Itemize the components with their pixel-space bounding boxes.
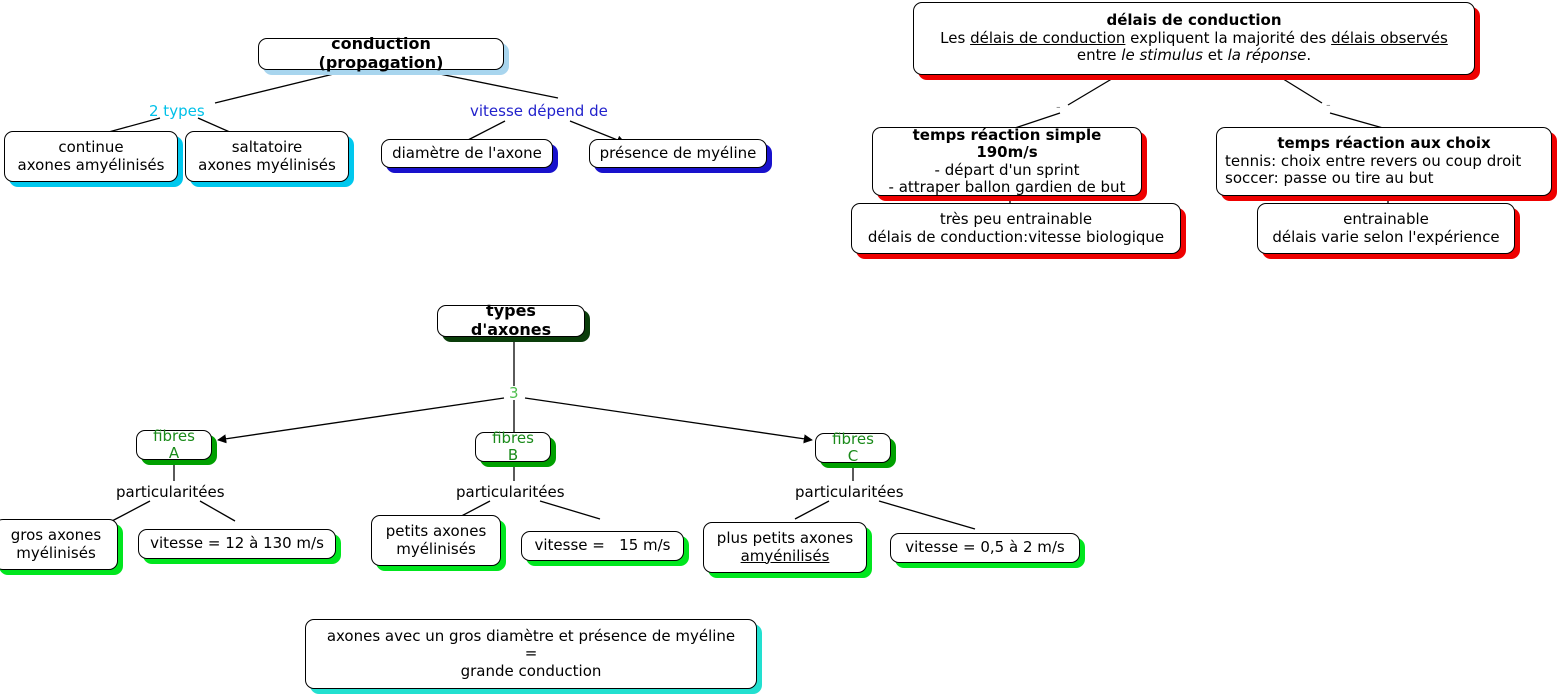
node-tres-peu-entrainable[interactable]: très peu entrainable délais de conductio… [851, 203, 1181, 254]
node-petits-axones-line2: myélinisés [396, 539, 476, 558]
node-plus-petits-axones-line2: amyénilisés [740, 546, 830, 565]
link-label-3[interactable]: 3 [509, 384, 519, 402]
node-continue-axones-amyelinises[interactable]: continue axones amyélinisés [4, 131, 178, 182]
node-delais-body-line1: Les délais de conduction expliquent la m… [940, 28, 1448, 47]
node-diametre-label: diamètre de l'axone [392, 143, 542, 162]
node-temps-simple-title: temps réaction simple 190m/s [912, 125, 1102, 162]
node-vitesse-fibres-a[interactable]: vitesse = 12 à 130 m/s [138, 529, 336, 559]
node-delais-underline-2: délais observés [1331, 28, 1448, 47]
node-temps-choix-text: temps réaction aux choix tennis: choix e… [1225, 135, 1543, 187]
link-label-dash-left-text: - [1056, 100, 1061, 115]
node-continue-line2: axones amyélinisés [17, 155, 165, 174]
node-conclusion-line3: grande conduction [460, 661, 602, 680]
node-conclusion-line1: axones avec un gros diamètre et présence… [326, 626, 736, 645]
link-label-2-types-text: 2 types [149, 102, 205, 120]
node-entrainable[interactable]: entrainable délais varie selon l'expérie… [1257, 203, 1515, 254]
node-fibres-c[interactable]: fibres C [815, 429, 891, 465]
node-gros-axones-line1: gros axones [10, 526, 102, 545]
link-label-particularitees-c[interactable]: particularitées [795, 483, 904, 501]
node-temps-reaction-aux-choix[interactable]: temps réaction aux choix tennis: choix e… [1216, 127, 1552, 196]
node-vitesse-c-label: vitesse = 0,5 à 2 m/s [905, 538, 1065, 557]
node-vitesse-b-label: vitesse = 15 m/s [534, 536, 671, 555]
node-saltatoire-line2: axones myélinisés [198, 155, 336, 174]
node-petits-axones-text: petits axones myélinisés [381, 522, 491, 558]
node-presence-myeline[interactable]: présence de myéline [589, 139, 767, 168]
link-label-particularitees-a[interactable]: particularitées [116, 483, 225, 501]
link-label-2-types[interactable]: 2 types [149, 102, 205, 120]
node-delais-underline-1: délais de conduction [970, 28, 1126, 47]
node-entrainable-text: entrainable délais varie selon l'expérie… [1267, 210, 1505, 246]
node-gros-axones-myelinises[interactable]: gros axones myélinisés [0, 519, 118, 570]
node-fibres-a-label: fibres A [153, 426, 195, 462]
node-conclusion-text: axones avec un gros diamètre et présence… [315, 626, 747, 680]
link-label-particularitees-c-text: particularitées [795, 483, 904, 501]
link-label-3-text: 3 [509, 384, 519, 402]
node-gros-axones-line2: myélinisés [16, 543, 96, 562]
node-plus-petits-axones-text: plus petits axones amyénilisés [713, 529, 857, 565]
node-conduction-label: conduction (propagation) [318, 34, 444, 72]
node-saltatoire-axones-myelinises[interactable]: saltatoire axones myélinisés [185, 131, 349, 182]
node-saltatoire-text: saltatoire axones myélinisés [195, 138, 339, 174]
node-petits-axones-line1: petits axones [385, 522, 487, 541]
node-tres-peu-text: très peu entrainable délais de conductio… [861, 210, 1171, 246]
node-petits-axones-myelinises[interactable]: petits axones myélinisés [371, 515, 501, 566]
node-continue-line1: continue [58, 138, 124, 157]
node-continue-text: continue axones amyélinisés [14, 138, 168, 174]
link-label-vitesse-depend-de[interactable]: vitesse dépend de [470, 102, 608, 120]
node-fibres-b[interactable]: fibres B [475, 428, 551, 464]
node-conduction[interactable]: conduction (propagation) [258, 34, 504, 72]
node-fibres-a[interactable]: fibres A [136, 426, 212, 462]
node-fibres-c-label: fibres C [832, 429, 874, 465]
node-plus-petits-axones-amyenilises[interactable]: plus petits axones amyénilisés [703, 522, 867, 573]
node-delais-text: délais de conduction Les délais de condu… [924, 12, 1464, 64]
link-label-particularitees-b[interactable]: particularitées [456, 483, 565, 501]
node-temps-choix-line2: tennis: choix entre revers ou coup droit [1225, 151, 1522, 170]
node-types-axones-label: types d'axones [470, 301, 552, 339]
node-diametre-axone[interactable]: diamètre de l'axone [381, 139, 553, 168]
node-temps-reaction-simple[interactable]: temps réaction simple 190m/s - départ d'… [872, 125, 1142, 197]
node-conclusion-line2: = [524, 644, 538, 663]
node-vitesse-fibres-c[interactable]: vitesse = 0,5 à 2 m/s [890, 533, 1080, 563]
node-vitesse-a-label: vitesse = 12 à 130 m/s [150, 534, 324, 553]
node-saltatoire-line1: saltatoire [231, 138, 303, 157]
node-types-axones[interactable]: types d'axones [437, 301, 585, 339]
node-temps-choix-title: temps réaction aux choix [1277, 134, 1491, 153]
node-delais-title: délais de conduction [1106, 11, 1282, 30]
node-temps-choix-line3: soccer: passe ou tire au but [1225, 169, 1434, 188]
link-label-dash-left[interactable]: - [1056, 100, 1061, 115]
node-delais-de-conduction[interactable]: délais de conduction Les délais de condu… [913, 2, 1475, 75]
node-delais-italic-1: le stimulus [1121, 46, 1203, 65]
node-conclusion-grande-conduction[interactable]: axones avec un gros diamètre et présence… [305, 619, 757, 689]
link-label-dash-right-text: - [1326, 98, 1331, 113]
node-vitesse-fibres-b[interactable]: vitesse = 15 m/s [521, 531, 684, 561]
node-tres-peu-line2: délais de conduction:vitesse biologique [867, 227, 1165, 246]
node-gros-axones-text: gros axones myélinisés [4, 526, 108, 562]
node-entrainable-line2: délais varie selon l'expérience [1272, 227, 1500, 246]
link-label-vitesse-depend-de-text: vitesse dépend de [470, 102, 608, 120]
node-plus-petits-axones-line1: plus petits axones [716, 529, 854, 548]
node-temps-simple-line3: - attraper ballon gardien de but [888, 177, 1126, 196]
node-presence-myeline-label: présence de myéline [599, 143, 757, 162]
node-fibres-b-label: fibres B [492, 428, 534, 464]
node-delais-body-line2: entre le stimulus et la réponse. [1076, 46, 1312, 65]
node-delais-italic-2: la réponse [1227, 46, 1307, 65]
link-label-particularitees-b-text: particularitées [456, 483, 565, 501]
node-tres-peu-line1: très peu entrainable [939, 210, 1093, 229]
node-temps-simple-line2: - départ d'un sprint [934, 160, 1080, 179]
node-entrainable-line1: entrainable [1343, 210, 1429, 229]
node-temps-simple-text: temps réaction simple 190m/s - départ d'… [881, 125, 1133, 197]
link-label-particularitees-a-text: particularitées [116, 483, 225, 501]
link-label-dash-right[interactable]: - [1326, 98, 1331, 113]
